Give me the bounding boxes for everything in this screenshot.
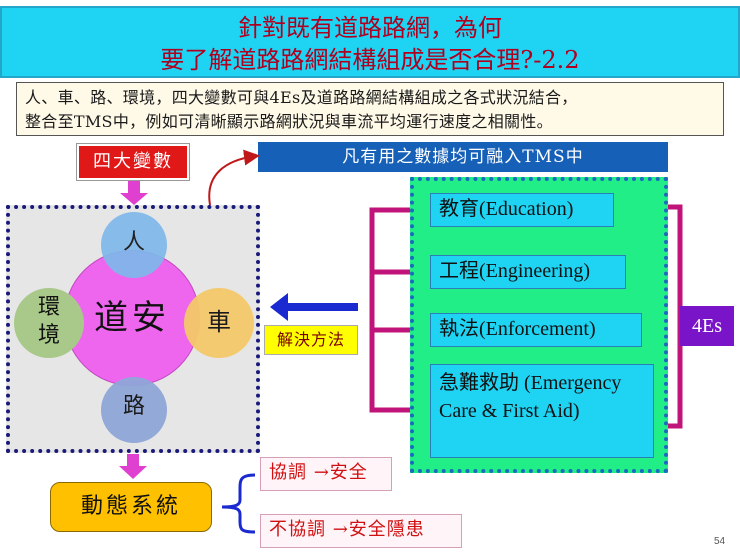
car-circle: 車 <box>184 288 254 358</box>
emergency-care-item: 急難救助 (Emergency Care & First Aid) <box>430 364 654 458</box>
person-label: 人 <box>122 230 145 255</box>
title-line-2: 要了解道路路網結構組成是否合理?-2.2 <box>160 46 580 74</box>
environment-label: 環境 <box>37 295 60 348</box>
left-arrow-icon <box>270 293 358 321</box>
slide-title: 針對既有道路路網，為何 要了解道路路網結構組成是否合理?-2.2 <box>0 6 740 78</box>
education-item: 教育(Education) <box>430 193 614 227</box>
solution-label: 解決方法 <box>264 325 358 355</box>
person-circle: 人 <box>101 212 167 278</box>
road-circle: 路 <box>101 377 167 443</box>
coordinated-outcome: 協調 →安全 <box>260 457 392 491</box>
four-variables-label: 四大變數 <box>76 143 190 181</box>
page-number: 54 <box>714 536 726 547</box>
brace-connector <box>221 473 256 534</box>
intro-line-1: 人、車、路、環境，四大變數可與4Es及道路路網結構組成之各式狀況結合， <box>25 88 578 107</box>
intro-text-box: 人、車、路、環境，四大變數可與4Es及道路路網結構組成之各式狀況結合， 整合至T… <box>16 82 724 136</box>
road-label: 路 <box>122 394 145 419</box>
down-arrow-icon <box>120 181 148 205</box>
road-safety-label: 道安 <box>94 298 170 338</box>
enforcement-item: 執法(Enforcement) <box>430 313 642 347</box>
uncoordinated-outcome: 不協調 →安全隱患 <box>260 514 462 548</box>
engineering-item: 工程(Engineering) <box>430 255 626 289</box>
all-data-tms-banner: 凡有用之數據均可融入TMS中 <box>258 142 668 172</box>
car-label: 車 <box>207 308 231 336</box>
title-line-1: 針對既有道路路網，為何 <box>238 14 502 42</box>
environment-circle: 環境 <box>14 288 84 358</box>
intro-line-2: 整合至TMS中，例如可清晰顯示路網狀況與車流平均運行速度之相關性。 <box>25 112 553 131</box>
four-es-label: 4Es <box>680 306 734 346</box>
down-arrow-icon <box>119 454 147 479</box>
curved-arrow-icon <box>208 149 260 206</box>
dynamic-system-box: 動態系統 <box>50 482 212 532</box>
